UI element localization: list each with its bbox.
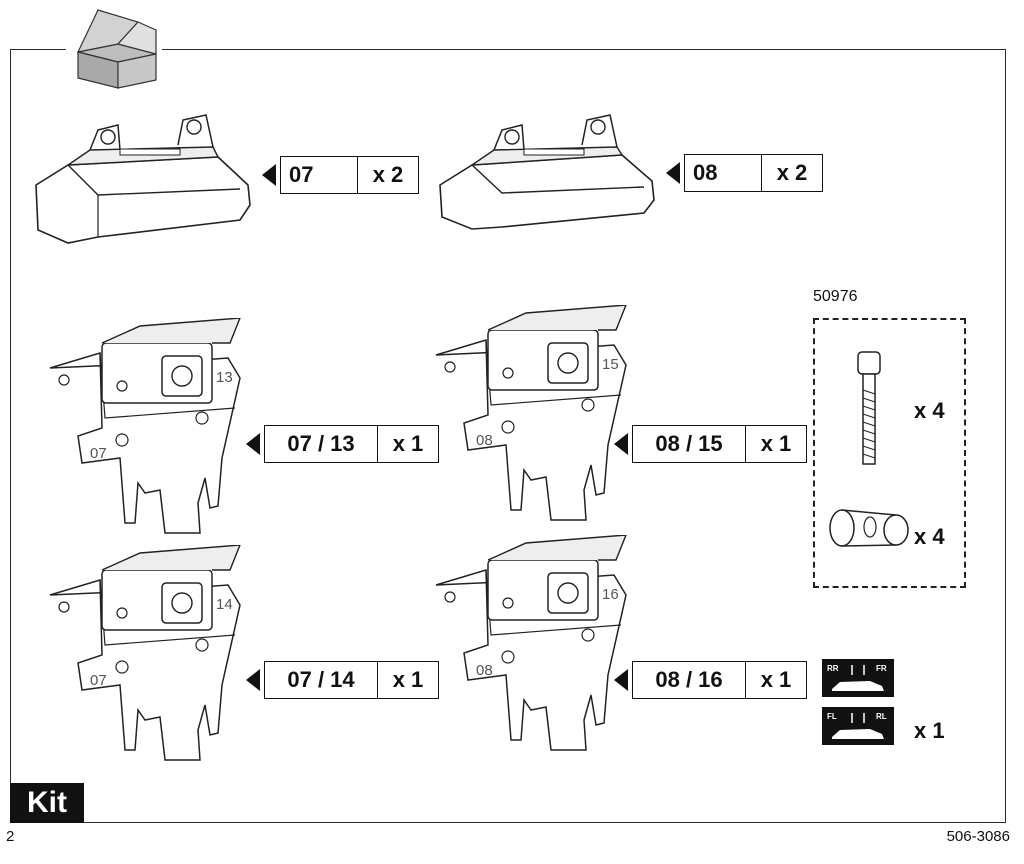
doc-number: 506-3086 [946, 828, 1010, 845]
part-tag-08: 08 x 2 [666, 154, 823, 192]
part-tag-07-14: 07 / 14 x 1 [246, 661, 439, 699]
part-qty: x 1 [377, 426, 438, 462]
section-label: Kit [10, 783, 84, 823]
pointer-arrow [666, 162, 680, 184]
part-code: 08 [693, 160, 718, 185]
car-sticker-icon: FL RL [822, 707, 894, 745]
kit-pack-box [813, 318, 966, 588]
box-icon [66, 9, 162, 89]
clamp-bracket-icon: 16 08 [435, 535, 627, 751]
stamp-top: 14 [216, 596, 233, 613]
part-code: 08 / 16 [655, 667, 723, 692]
part-tag-07: 07 x 2 [262, 156, 419, 194]
part-code: 07 / 14 [287, 667, 355, 692]
stamp-top: 15 [602, 356, 619, 373]
clamp-bracket-icon: 13 07 [49, 318, 241, 534]
stamp-bottom: 07 [90, 672, 107, 689]
pointer-arrow [246, 433, 260, 455]
stamp-top: 16 [602, 586, 619, 603]
sleeve-qty: x 4 [914, 524, 945, 549]
part-qty: x 1 [745, 426, 806, 462]
sleeve-icon [829, 509, 909, 547]
foot-pad-icon [439, 114, 655, 230]
foot-pad-icon [35, 114, 251, 244]
part-code: 07 / 13 [287, 431, 355, 456]
clamp-bracket-icon: 14 07 [49, 545, 241, 761]
sticker-label-rr: RR [827, 664, 839, 673]
part-qty: x 1 [377, 662, 438, 698]
sticker-qty: x 1 [914, 718, 945, 743]
part-tag-07-13: 07 / 13 x 1 [246, 425, 439, 463]
sticker-label-rl: RL [876, 712, 887, 721]
stamp-bottom: 08 [476, 432, 493, 449]
stamp-top: 13 [216, 369, 233, 386]
part-tag-08-15: 08 / 15 x 1 [614, 425, 807, 463]
pointer-arrow [246, 669, 260, 691]
kit-pack-number: 50976 [813, 288, 858, 305]
part-qty: x 2 [761, 155, 822, 191]
part-qty: x 1 [745, 662, 806, 698]
sticker-label-fl: FL [827, 712, 837, 721]
pointer-arrow [262, 164, 276, 186]
car-sticker-icon: RR FR [822, 659, 894, 697]
bolt-qty: x 4 [914, 398, 945, 423]
clamp-bracket-icon: 15 08 [435, 305, 627, 521]
page-number: 2 [6, 828, 15, 845]
part-qty: x 2 [357, 157, 418, 193]
pointer-arrow [614, 669, 628, 691]
pointer-arrow [614, 433, 628, 455]
bolt-icon [857, 351, 881, 465]
part-tag-08-16: 08 / 16 x 1 [614, 661, 807, 699]
part-code: 07 [289, 162, 314, 187]
part-code: 08 / 15 [655, 431, 723, 456]
page-frame [10, 49, 1006, 823]
stamp-bottom: 07 [90, 445, 107, 462]
stamp-bottom: 08 [476, 662, 493, 679]
sticker-label-fr: FR [876, 664, 887, 673]
